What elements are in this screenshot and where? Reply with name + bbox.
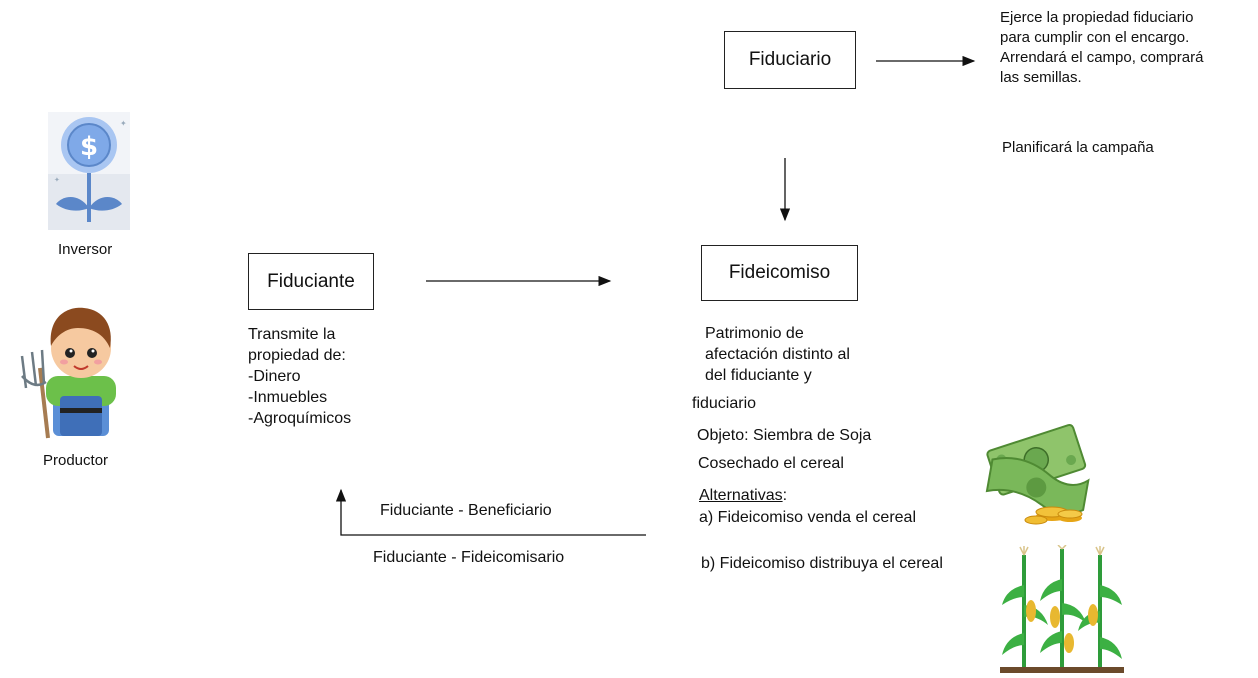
fideicomisario-label: Fiduciante - Fideicomisario <box>373 549 565 566</box>
beneficiario-label: Fiduciante - Beneficiario <box>380 502 552 519</box>
arrow-return-to-fiduciante <box>335 488 646 536</box>
fideicomiso-box-label: Fideicomiso <box>728 262 831 283</box>
fiduciante-desc-line: -Agroquímicos <box>248 410 352 427</box>
fiduciario-desc-line: Ejerce la propiedad fiduciario <box>1000 9 1194 26</box>
fiduciario-plan: Planificará la campaña <box>1002 139 1154 156</box>
fiduciante-box: Fiduciante <box>248 253 374 310</box>
fiduciario-desc-line: Arrendará el campo, comprará <box>1000 49 1204 66</box>
fiduciario-desc-line: para cumplir con el encargo. <box>1000 29 1190 46</box>
banknotes-coins-icon <box>980 418 1098 528</box>
alternativas-colon: : <box>782 487 788 504</box>
patrimonio-desc-line: del fiduciante y <box>705 367 812 384</box>
fideicomiso-box: Fideicomiso <box>701 245 858 301</box>
fiduciante-desc-line: -Inmuebles <box>248 389 328 406</box>
alternativas-heading: Alternativas: <box>699 485 787 506</box>
fiduciante-box-label: Fiduciante <box>267 270 355 292</box>
alternativa-b: b) Fideicomiso distribuya el cereal <box>701 555 943 572</box>
patrimonio-desc-line: fiduciario <box>692 395 757 412</box>
cosechado-label: Cosechado el cereal <box>698 455 844 472</box>
inversor-label: Inversor <box>58 241 113 258</box>
productor-label: Productor <box>43 452 109 469</box>
fiduciario-box: Fiduciario <box>724 31 856 89</box>
money-plant-icon: $ ✦ ✦ <box>48 112 130 230</box>
svg-text:✦: ✦ <box>120 119 127 128</box>
corn-plants-icon <box>1000 544 1124 673</box>
fiduciante-desc-line: Transmite la <box>248 326 336 343</box>
fiduciario-desc-line: las semillas. <box>1000 69 1082 86</box>
objeto-label: Objeto: Siembra de Soja <box>697 427 872 444</box>
fiduciante-desc-line: -Dinero <box>248 368 301 385</box>
fiduciante-desc-line: propiedad de: <box>248 347 346 364</box>
svg-text:✦: ✦ <box>54 176 60 184</box>
svg-text:$: $ <box>80 132 98 162</box>
alternativa-a: a) Fideicomiso venda el cereal <box>699 509 916 526</box>
fiduciante-description: Transmite la propiedad de: -Dinero -Inmu… <box>248 324 351 429</box>
patrimonio-desc-line: Patrimonio de <box>705 325 804 342</box>
patrimonio-description: Patrimonio de afectación distinto al del… <box>705 323 850 386</box>
fiduciario-box-label: Fiduciario <box>748 49 832 70</box>
farmer-icon <box>8 298 126 440</box>
fiduciario-description: Ejerce la propiedad fiduciario para cump… <box>1000 8 1203 88</box>
patrimonio-desc-line: afectación distinto al <box>705 346 850 363</box>
alternativas-label: Alternativas <box>699 487 783 504</box>
